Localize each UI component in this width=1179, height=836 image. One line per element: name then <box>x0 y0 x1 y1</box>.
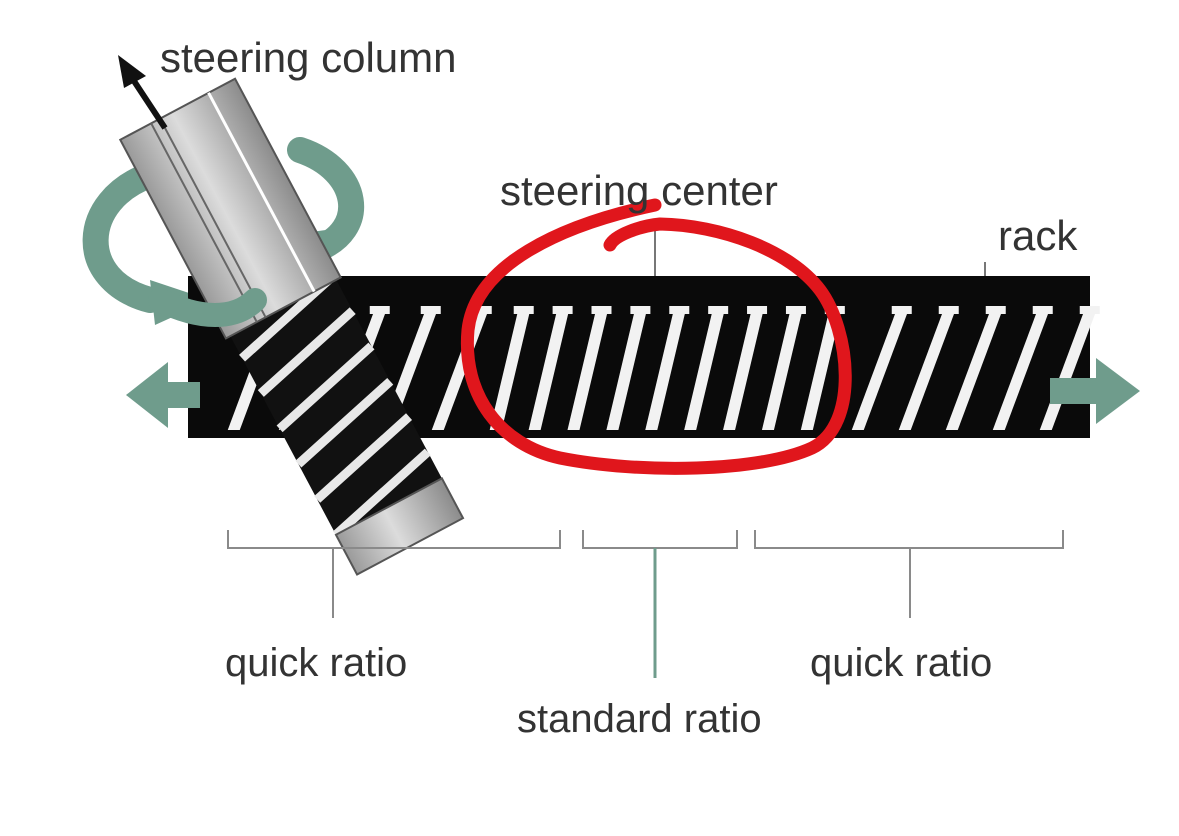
label-quick-ratio-right: quick ratio <box>810 641 992 685</box>
label-standard-ratio: standard ratio <box>517 697 762 741</box>
rack-tooth-crest <box>630 306 651 314</box>
label-steering-column: steering column <box>160 34 456 81</box>
rack-tooth <box>606 312 647 430</box>
rack-tooth-crest <box>513 306 534 314</box>
rack-tooth <box>489 312 530 430</box>
rack-tooth <box>684 312 725 430</box>
rack-tooth <box>528 312 569 430</box>
rack-tooth-crest <box>552 306 573 314</box>
rack-tooth-crest <box>985 306 1006 314</box>
rack-tooth <box>645 312 686 430</box>
rotation-arrow-front <box>148 288 267 327</box>
rack-tooth-crest <box>591 306 612 314</box>
bracket-standard <box>582 530 738 678</box>
rack-tooth-crest <box>669 306 690 314</box>
label-quick-ratio-left: quick ratio <box>225 641 407 685</box>
bracket-quick-right <box>754 530 1064 618</box>
rack-tooth-crest <box>369 306 390 314</box>
pinion-gear <box>118 77 465 576</box>
rack-tooth <box>761 312 802 430</box>
rack-tooth-crest <box>938 306 959 314</box>
label-steering-center: steering center <box>500 167 778 214</box>
highlight-circle <box>460 198 852 475</box>
rack-tooth-crest <box>471 306 492 314</box>
rack-tooth-crest <box>708 306 729 314</box>
label-rack: rack <box>998 212 1078 259</box>
rack-tooth-crest <box>1032 306 1053 314</box>
rack-tooth <box>800 312 841 430</box>
column-direction-arrow-icon <box>118 55 168 130</box>
rack-tooth-crest <box>420 306 441 314</box>
bracket-quick-left <box>227 530 561 618</box>
right-arrow-icon <box>1050 358 1140 424</box>
rack-tooth-crest <box>747 306 768 314</box>
rack-tooth-crest <box>1079 306 1100 314</box>
rack-tooth <box>992 312 1049 430</box>
rack-tooth-crest <box>785 306 806 314</box>
rack-tooth <box>723 312 764 430</box>
left-arrow-icon <box>126 362 200 428</box>
rack-tooth <box>945 312 1002 430</box>
rack-tooth <box>851 312 908 430</box>
rack-tooth-crest <box>891 306 912 314</box>
rack-tooth <box>567 312 608 430</box>
rack-tooth <box>898 312 955 430</box>
